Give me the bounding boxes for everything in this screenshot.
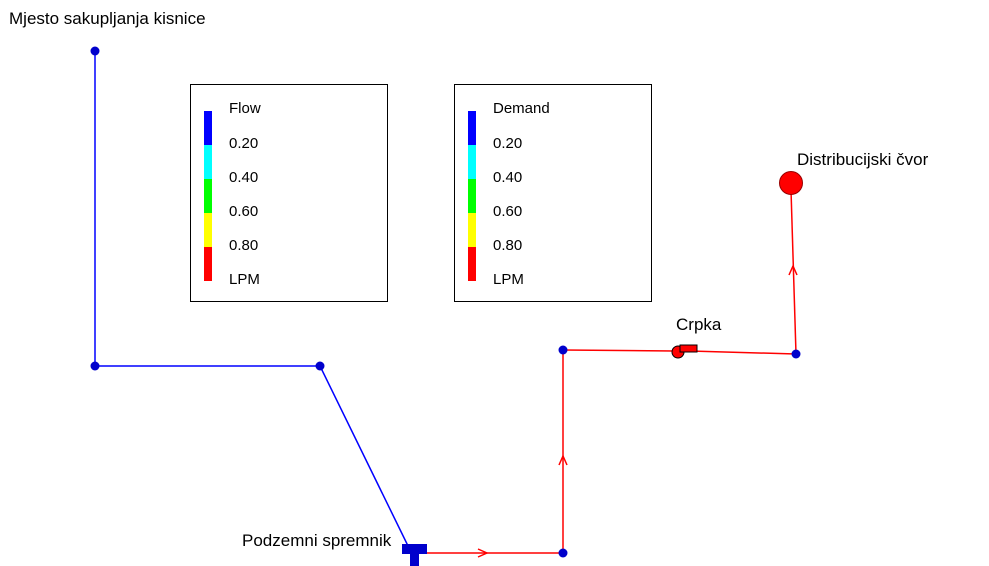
collection-point-label: Mjesto sakupljanja kisnice [9,9,206,28]
flow-arrow-icon [558,454,568,466]
junction-node-right[interactable] [791,349,801,359]
legend-step: 0.80 [493,237,523,254]
reservoir-node-distribution[interactable] [779,171,803,195]
legend-swatch-red [468,247,476,281]
legend-step: 0.60 [493,203,523,220]
legend-title: Demand [493,100,550,117]
junction-node-collection[interactable] [90,46,100,56]
legend-swatch-yellow [204,213,212,247]
tank-icon[interactable] [402,544,427,554]
legend-unit: LPM [493,271,524,288]
legend-step: 0.40 [493,169,523,186]
legend-swatch-blue [204,111,212,145]
legend-swatch-cyan [468,145,476,179]
pump-label: Crpka [676,315,722,334]
junction-node-bottom[interactable] [558,548,568,558]
legend-step: 0.60 [229,203,259,220]
legend-step: 0.80 [229,237,259,254]
legend-step: 0.40 [229,169,259,186]
legend-title: Flow [229,100,261,117]
distribution-node-label: Distribucijski čvor [797,150,929,169]
legend-step: 0.20 [493,135,523,152]
legend-swatch-blue [468,111,476,145]
flow-arrow-icon [788,264,798,276]
pipe-junction-to-tank[interactable] [319,365,411,551]
tank-base-icon [410,554,419,566]
legend-swatch-green [204,179,212,213]
legend-swatch-cyan [204,145,212,179]
pump-outlet-icon [679,344,698,353]
pipe-upper-junction-to-pump[interactable] [562,349,675,352]
demand-legend[interactable]: Demand 0.20 0.40 0.60 0.80 LPM [454,84,652,302]
junction-node-corner[interactable] [90,361,100,371]
pipe-right-junction-to-distribution[interactable] [790,189,797,355]
flow-arrow-icon [477,548,489,558]
junction-node-middle[interactable] [315,361,325,371]
junction-node-upper[interactable] [558,345,568,355]
underground-tank-label: Podzemni spremnik [242,531,392,550]
pipe-pump-to-right-junction[interactable] [689,350,797,355]
legend-swatch-red [204,247,212,281]
legend-unit: LPM [229,271,260,288]
legend-swatch-green [468,179,476,213]
legend-step: 0.20 [229,135,259,152]
flow-legend[interactable]: Flow 0.20 0.40 0.60 0.80 LPM [190,84,388,302]
legend-swatch-yellow [468,213,476,247]
